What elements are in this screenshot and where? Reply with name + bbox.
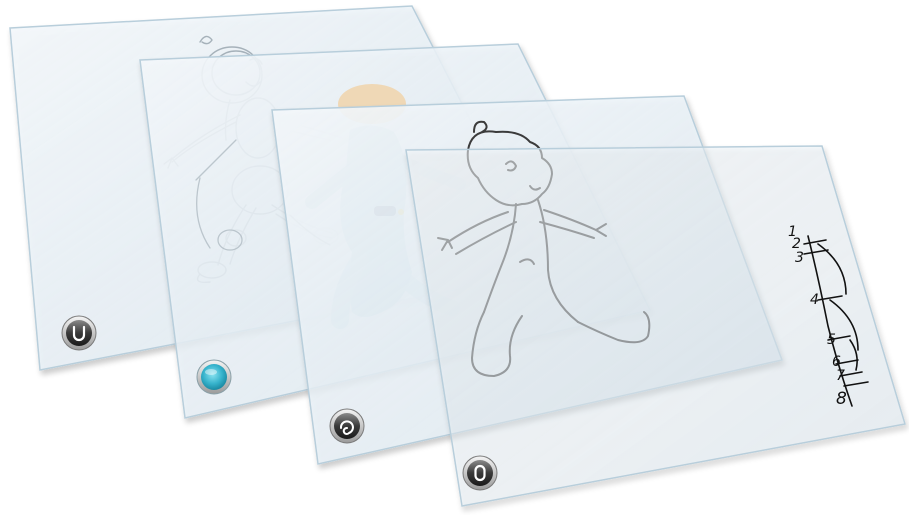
- color-dot-icon: [201, 364, 227, 390]
- timing-label-7: 7: [836, 368, 845, 384]
- timing-label-5: 5: [827, 332, 836, 348]
- timing-label-3: 3: [795, 250, 804, 266]
- color-button[interactable]: [197, 360, 231, 394]
- overlay-button[interactable]: [463, 456, 497, 490]
- line-art-button[interactable]: [330, 409, 364, 443]
- timing-label-8: 8: [836, 389, 847, 409]
- underlay-button[interactable]: [62, 316, 96, 350]
- layer-overlay: 1 2 3 4 5 6 7 8: [406, 146, 905, 506]
- timing-label-4: 4: [810, 292, 819, 308]
- glass-panel: [406, 146, 905, 506]
